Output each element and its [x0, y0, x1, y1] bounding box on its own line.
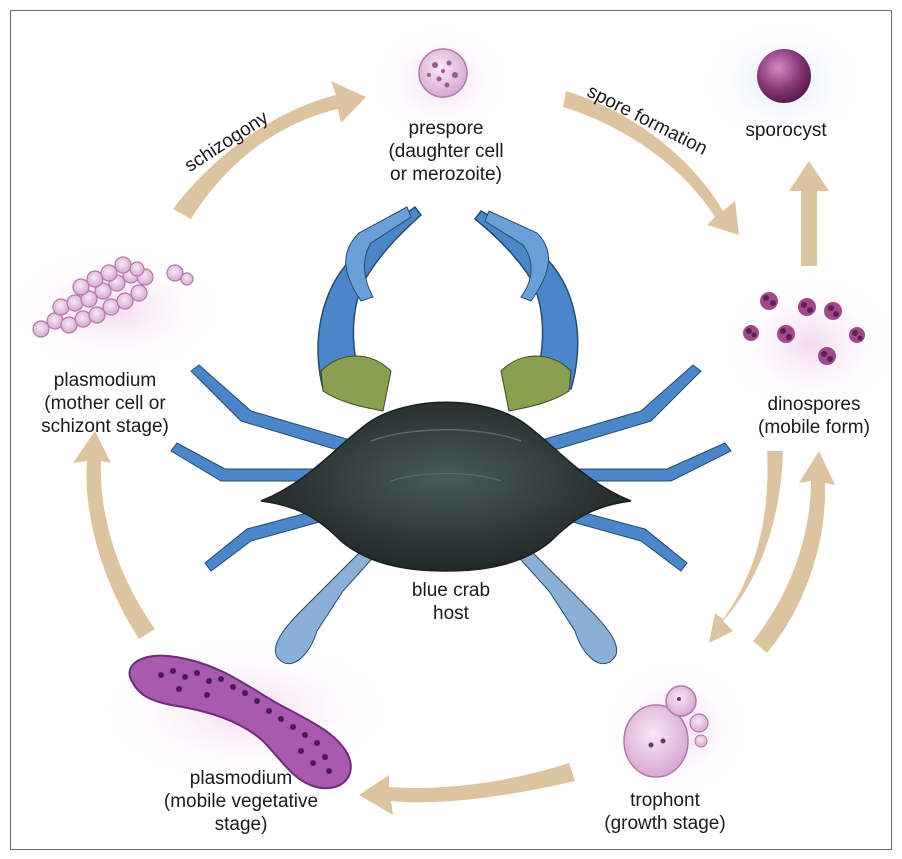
- lifecycle-diagram: prespore (daughter cell or merozoite) sp…: [10, 10, 892, 850]
- sporocyst-cell: [757, 49, 811, 103]
- dinospores-label: dinospores (mobile form): [749, 393, 879, 439]
- plasmodium-mother-label: plasmodium (mother cell or schizont stag…: [25, 369, 185, 438]
- prespore-label: prespore (daughter cell or merozoite): [371, 117, 521, 186]
- sporocyst-label: sporocyst: [731, 119, 841, 142]
- prespore-cell: [419, 49, 467, 97]
- arrow-to-sporocyst: [789, 161, 829, 266]
- host-label: blue crab host: [391, 579, 511, 625]
- arrow-trophont-to-dinospores: [753, 451, 835, 653]
- arrow-trophont-to-plasmodium: [359, 763, 575, 815]
- trophont-label: trophont (growth stage): [595, 789, 735, 835]
- arrow-plasmodium-to-mother: [73, 431, 155, 639]
- plasmodium-mobile-label: plasmodium (mobile vegetative stage): [151, 767, 331, 836]
